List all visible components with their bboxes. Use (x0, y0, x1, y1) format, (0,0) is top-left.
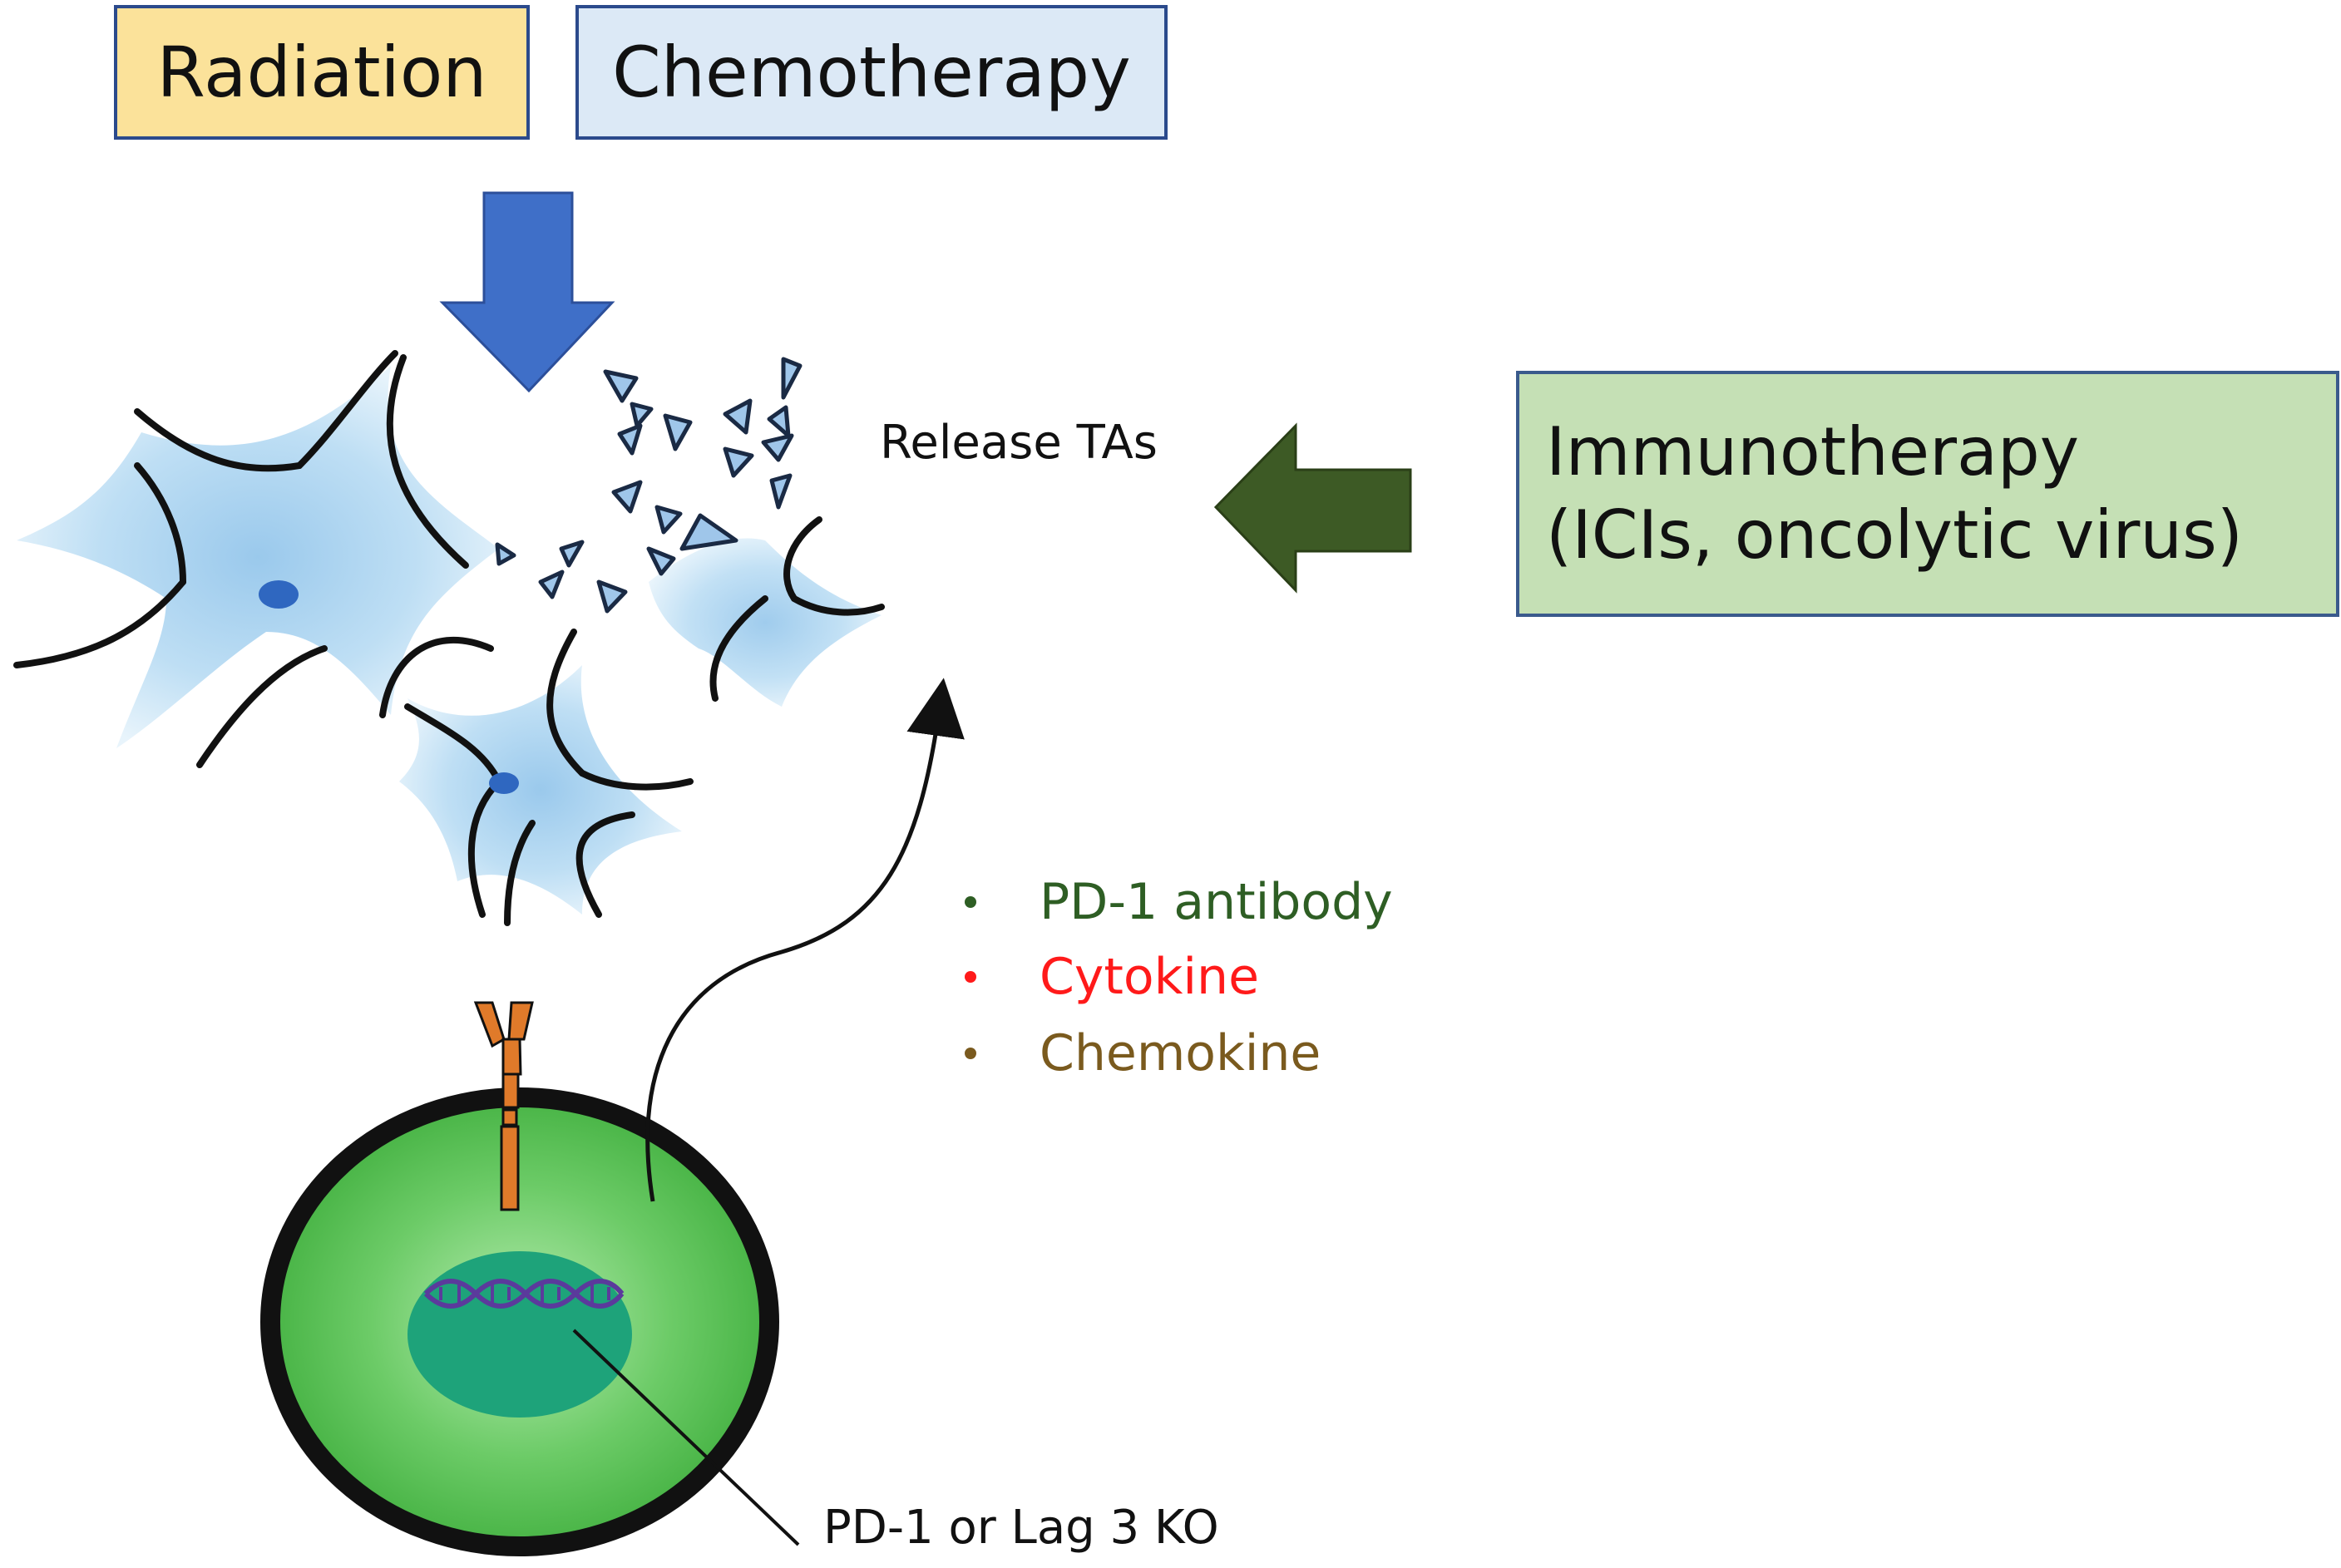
tumor-nucleus (259, 580, 299, 609)
chemotherapy-label: Chemotherapy (612, 32, 1131, 113)
knockout-label: PD-1 or Lag 3 KO (823, 1501, 1219, 1555)
chemotherapy-box: Chemotherapy (575, 5, 1168, 140)
bullet-dot (965, 896, 976, 908)
factor-cytokine: Cytokine (965, 948, 1259, 1006)
antigen-fragments (495, 357, 803, 614)
bullet-dot (965, 971, 976, 983)
down-arrow (439, 191, 615, 393)
t-cell-nucleus (407, 1251, 632, 1418)
factor-chemokine: Chemokine (965, 1024, 1321, 1082)
bullet-dot (965, 1048, 976, 1059)
left-arrow (1213, 422, 1412, 594)
immunotherapy-detail: (ICIs, oncolytic virus) (1546, 496, 2244, 574)
receptor-icon (473, 1001, 534, 1211)
factor-label: Cytokine (1040, 948, 1259, 1006)
factor-label: PD-1 antibody (1040, 873, 1393, 931)
secretion-arrow (645, 678, 965, 1202)
factor-label: Chemokine (1040, 1024, 1321, 1082)
t-cell (260, 1001, 779, 1556)
radiation-label: Radiation (156, 32, 487, 113)
immunotherapy-box: Immunotherapy (ICIs, oncolytic virus) (1516, 371, 2339, 617)
ko-pointer-line (572, 1329, 800, 1546)
tumor-cell-large (13, 350, 499, 768)
immunotherapy-label: Immunotherapy (1546, 413, 2080, 491)
factor-pd1-antibody: PD-1 antibody (965, 873, 1393, 931)
tumor-nucleus-small (489, 772, 519, 794)
release-tas-label: Release TAs (880, 416, 1158, 470)
radiation-box: Radiation (114, 5, 530, 140)
tumor-cell-small (399, 629, 694, 926)
tumor-cell-right (649, 516, 885, 707)
dna-icon (423, 1279, 625, 1309)
